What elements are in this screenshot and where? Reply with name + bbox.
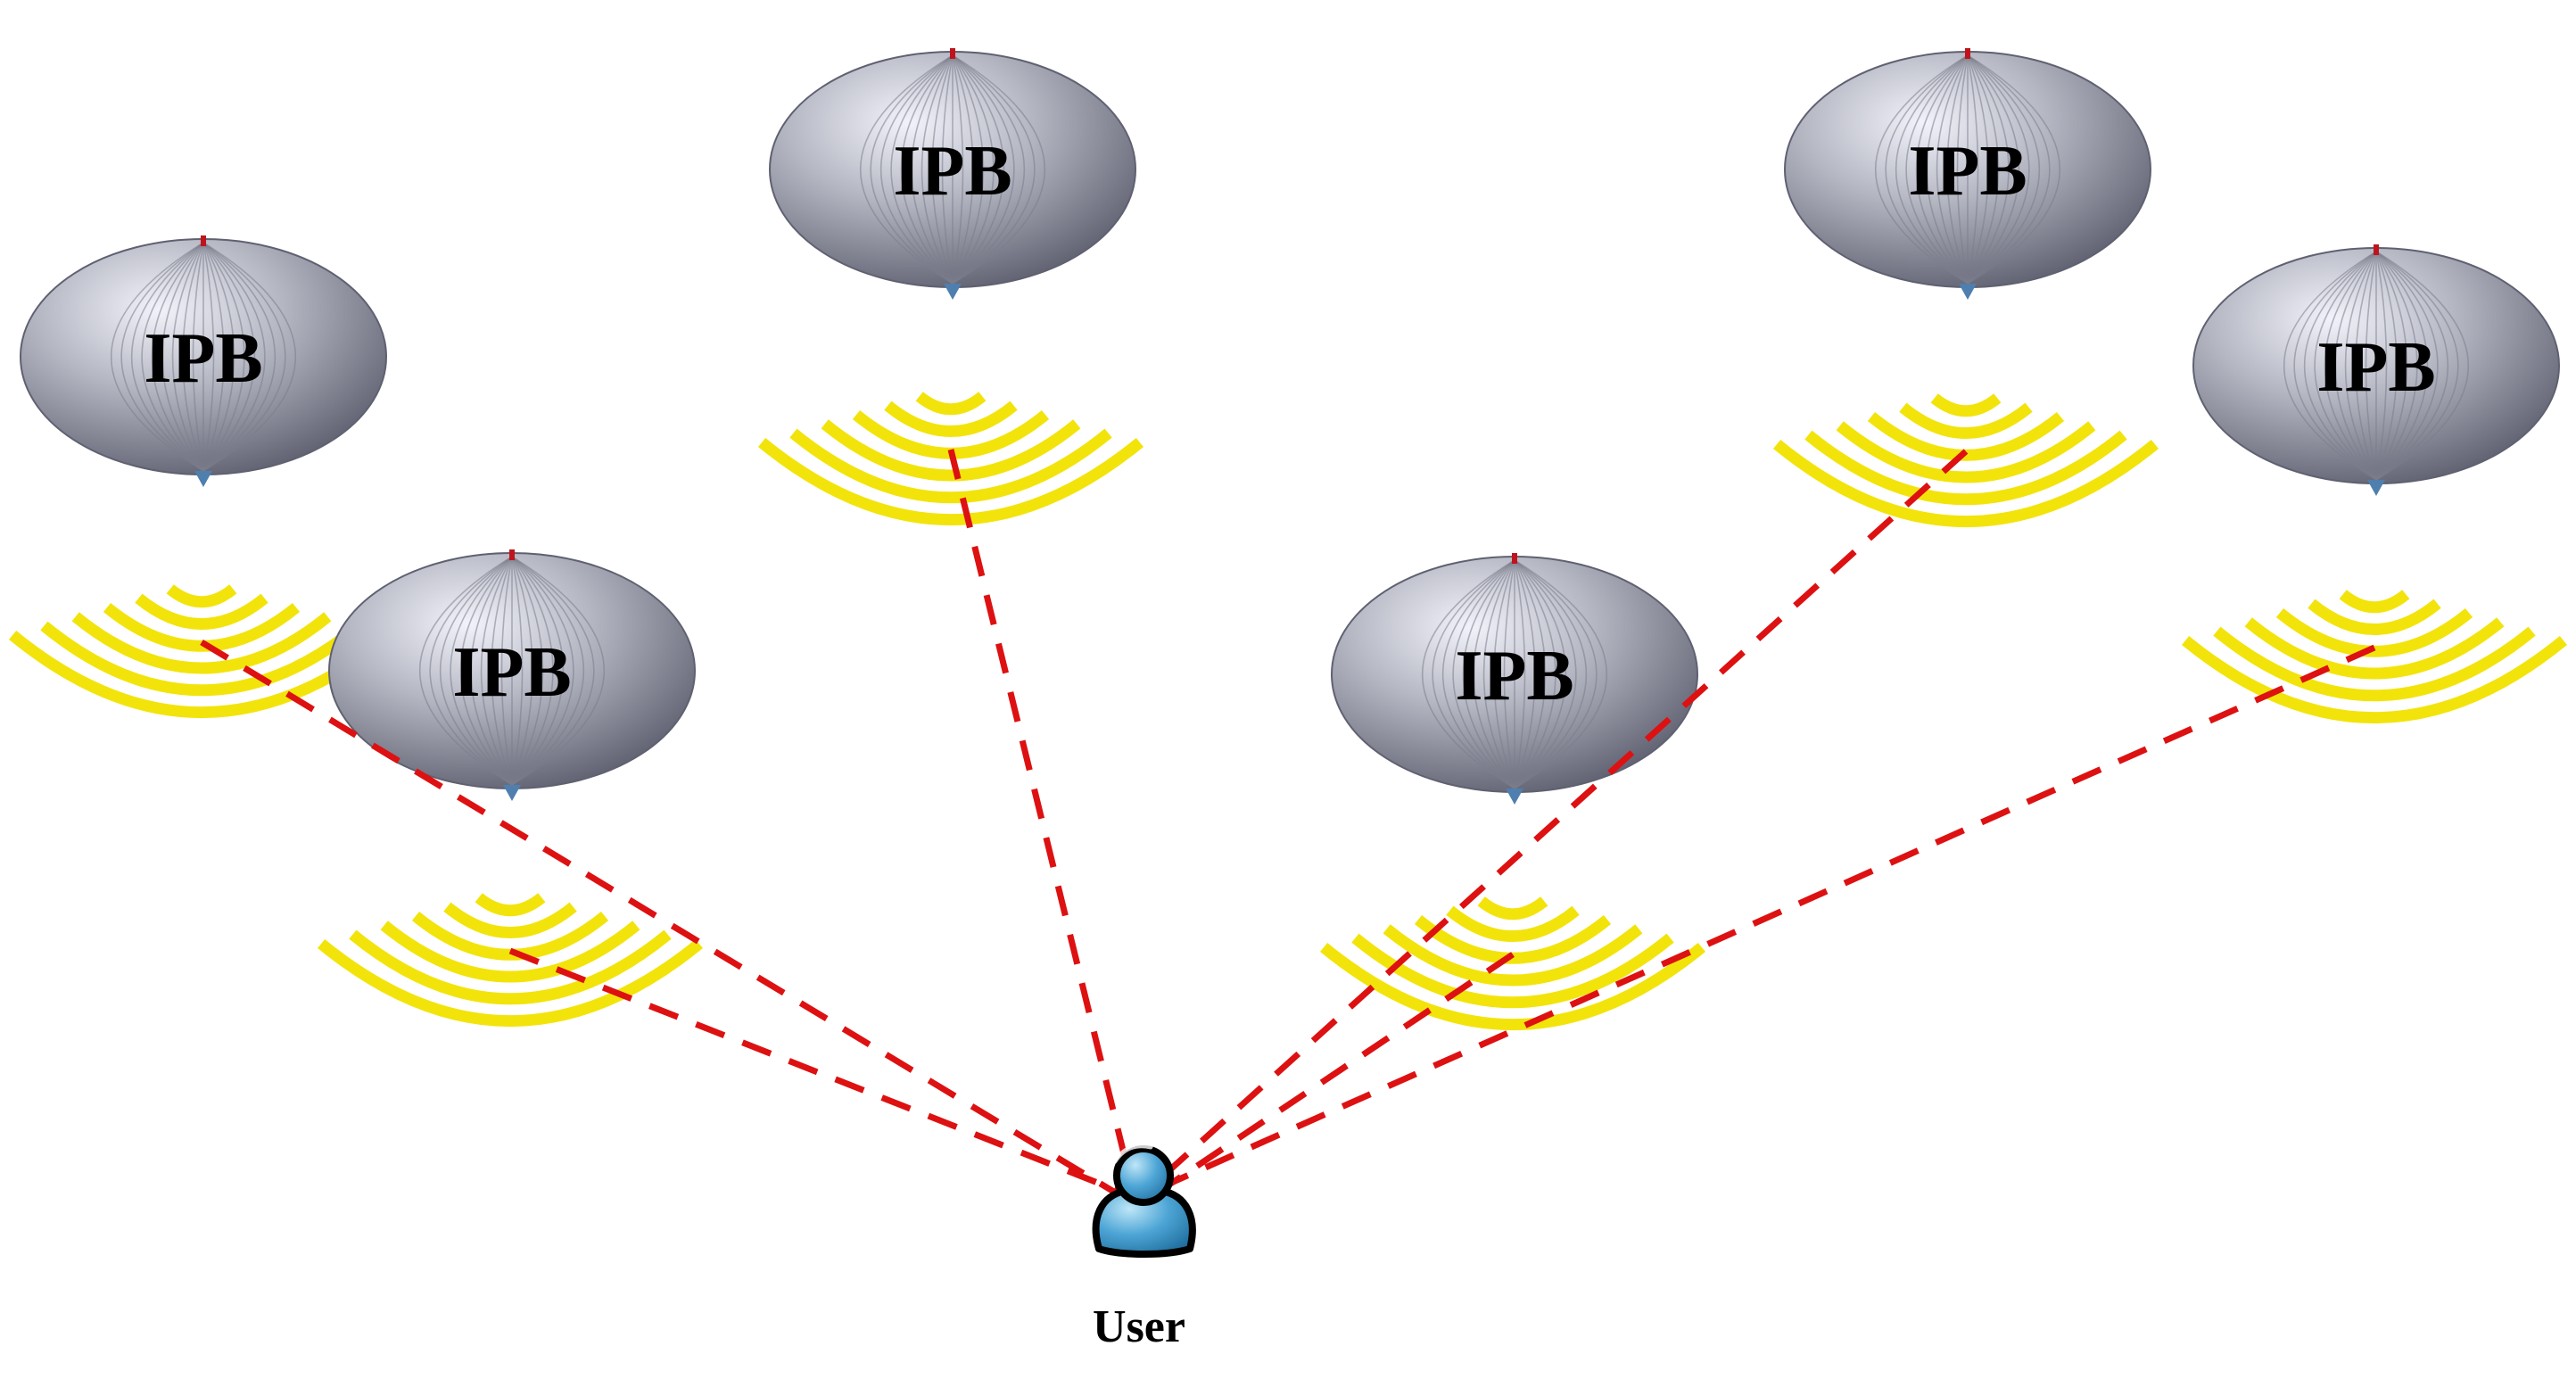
link-line <box>1161 644 2376 1190</box>
balloon-label: IPB <box>452 633 571 712</box>
balloon-icon <box>20 235 387 487</box>
balloon-label: IPB <box>144 319 262 398</box>
balloon-icon <box>769 48 1136 300</box>
signal-waves-icon <box>317 893 704 1027</box>
user: User <box>1092 1144 1196 1352</box>
balloon-label: IPB <box>1455 637 1573 715</box>
balloon-icon <box>1784 48 2151 300</box>
balloon-layer: IPB IPB IPB IPB IPB IPB <box>20 48 2560 805</box>
balloon-3: IPB <box>1784 48 2151 300</box>
balloon-icon <box>1331 553 1698 805</box>
balloon-2: IPB <box>769 48 1136 300</box>
balloon-label: IPB <box>893 132 1011 211</box>
balloon-icon <box>328 549 696 801</box>
balloon-5: IPB <box>328 549 696 801</box>
balloon-icon <box>2192 244 2560 496</box>
link-line <box>1154 952 1515 1196</box>
balloon-label: IPB <box>1908 132 2027 211</box>
signal-waves-icon <box>1319 896 1706 1030</box>
balloon-6: IPB <box>1331 553 1698 805</box>
signal-layer <box>8 392 2568 1030</box>
link-line <box>508 947 1122 1195</box>
balloon-label: IPB <box>2316 328 2435 407</box>
link-layer <box>200 449 2376 1201</box>
balloon-1: IPB <box>20 235 387 487</box>
signal-waves-icon <box>1772 393 2159 527</box>
link-line <box>200 640 1127 1201</box>
user-label: User <box>1093 1301 1185 1352</box>
link-line <box>1157 449 1969 1182</box>
signal-waves-icon <box>2181 590 2568 723</box>
balloon-4: IPB <box>2192 244 2560 496</box>
link-line <box>947 449 1133 1177</box>
user-person-icon <box>1092 1144 1196 1258</box>
